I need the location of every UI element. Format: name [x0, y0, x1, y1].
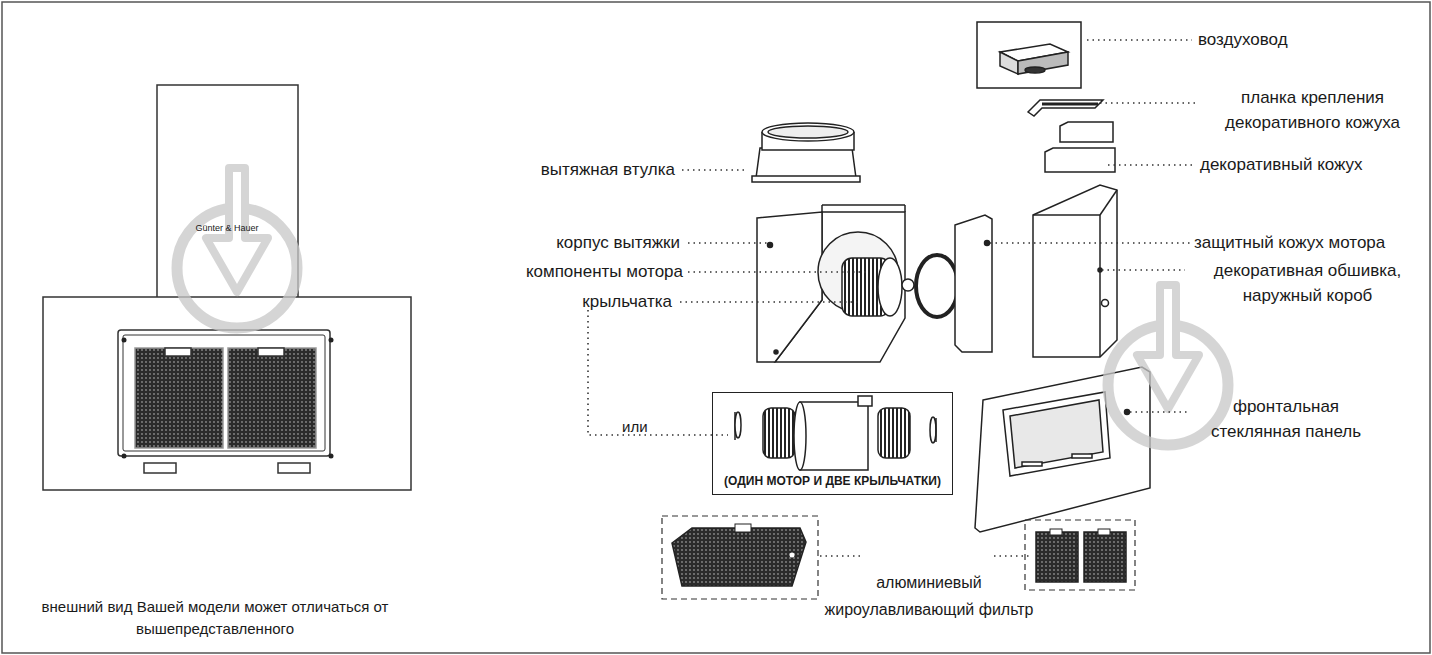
part-label: или — [622, 417, 662, 437]
hood-front-view — [43, 85, 411, 490]
air-duct — [977, 22, 1081, 88]
screw-dots — [122, 338, 334, 459]
motor-shield — [955, 215, 992, 352]
decorative-casing — [1045, 122, 1115, 172]
brand-logo: Günter & Hauer — [172, 223, 282, 234]
mounting-bar — [1028, 100, 1103, 116]
box-caption: (ОДИН МОТОР И ДВЕ КРЫЛЬЧАТКИ) — [713, 474, 952, 488]
part-label: корпус вытяжки — [480, 232, 680, 254]
motor-variant-box: (ОДИН МОТОР И ДВЕ КРЫЛЬЧАТКИ) — [712, 392, 953, 495]
leader-lines — [588, 40, 1195, 556]
part-label: фронтальная стеклянная панель — [1190, 394, 1382, 444]
part-label: вытяжная втулка — [475, 159, 675, 181]
motor-two-impellers — [735, 396, 936, 470]
glass-panel — [975, 367, 1150, 532]
watermark — [177, 168, 297, 328]
watermark — [1108, 285, 1228, 445]
part-label: декоративный кожух — [1200, 154, 1425, 176]
note: внешний вид Вашей модели может отличатьс… — [40, 596, 390, 640]
part-label: воздуховод — [1198, 29, 1398, 51]
vent-sleeve — [752, 123, 860, 182]
outer-box — [1033, 185, 1117, 357]
part-label: планка крепления декоративного кожуха — [1195, 85, 1430, 135]
part-label: декоративная обшивка, наружный короб — [1185, 258, 1430, 308]
part-label: компоненты мотора — [483, 261, 683, 283]
part-label: крыльчатка — [472, 291, 672, 313]
motor-components — [842, 255, 958, 317]
hood-housing — [757, 205, 905, 362]
part-label: алюминиевый жироулавливающий фильтр — [816, 569, 1042, 623]
part-label: защитный кожух мотора — [1194, 232, 1430, 254]
